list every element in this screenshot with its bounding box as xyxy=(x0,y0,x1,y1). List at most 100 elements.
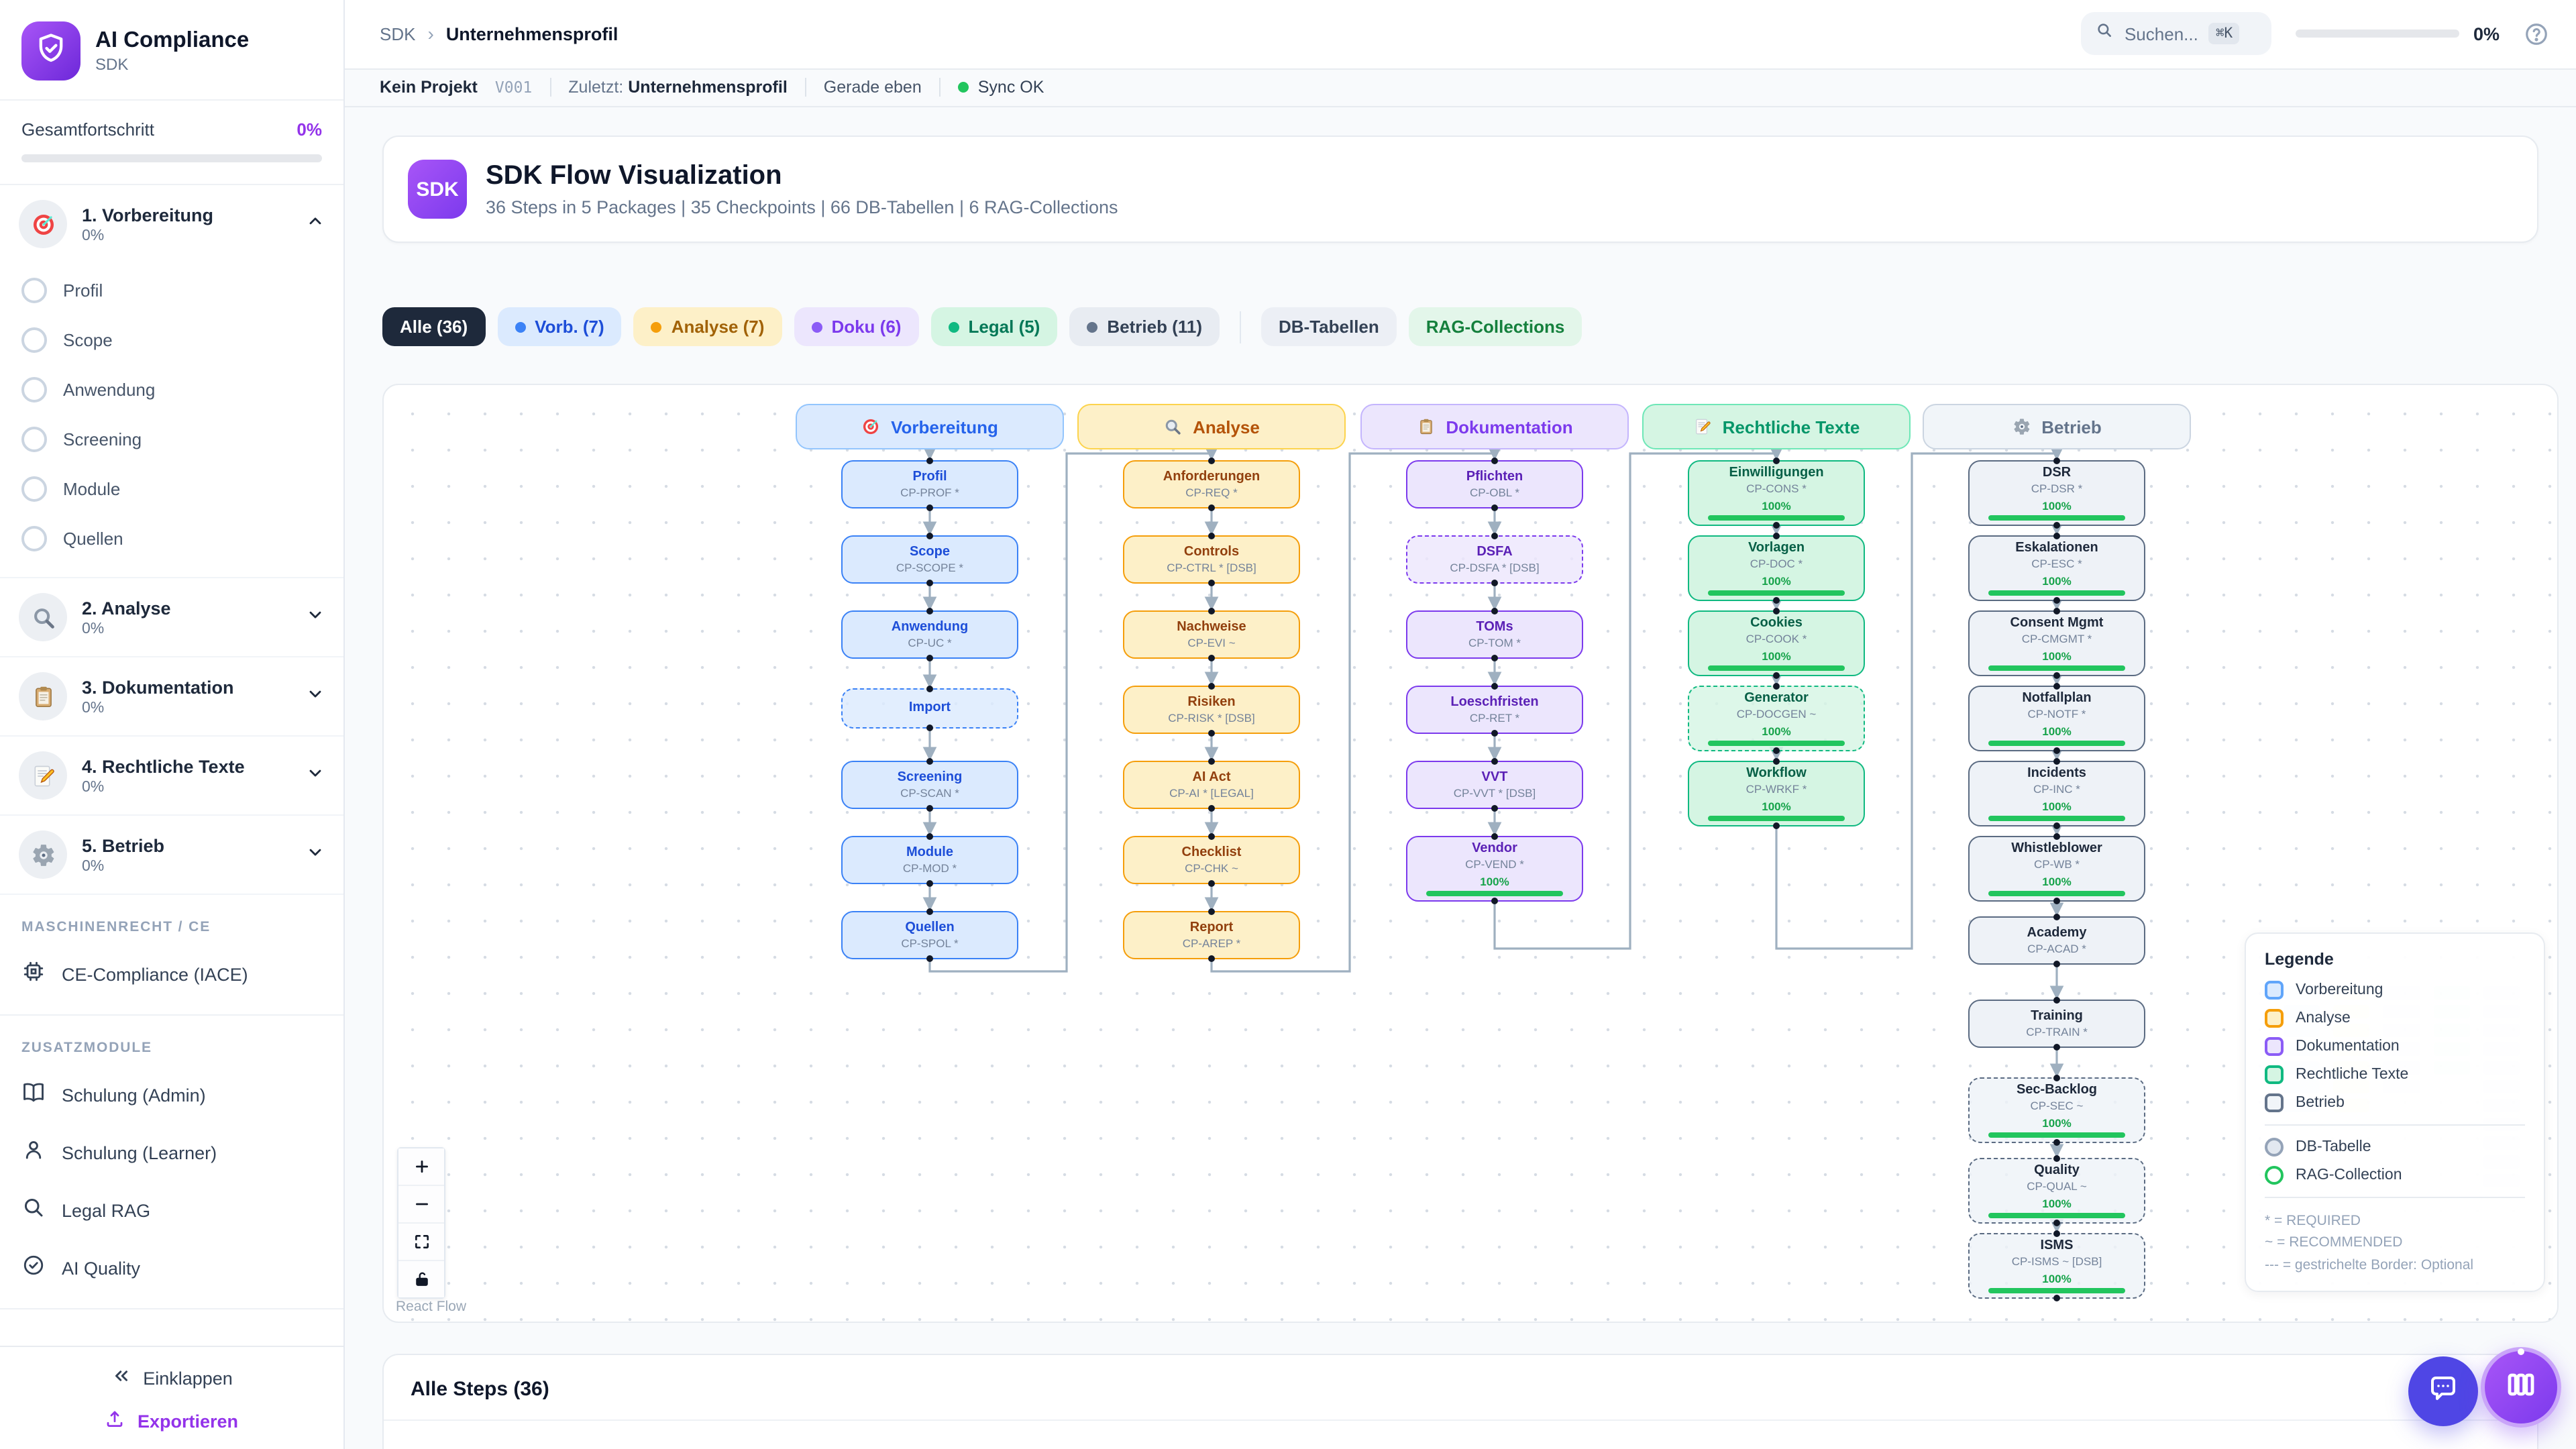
filter-pill-betrieb-11-[interactable]: Betrieb (11) xyxy=(1069,307,1220,346)
collapse-sidebar-button[interactable]: Einklappen xyxy=(111,1366,233,1390)
node-handle-bottom xyxy=(1208,580,1215,586)
fit-view-button[interactable] xyxy=(398,1224,444,1261)
filter-pill-vorb-7-[interactable]: Vorb. (7) xyxy=(497,307,622,346)
flow-group-vorbereitung[interactable]: Vorbereitung xyxy=(796,404,1064,449)
reactflow-attribution[interactable]: React Flow xyxy=(396,1299,467,1315)
sidebar-item-scope[interactable]: Scope xyxy=(0,315,343,365)
sidebar-item-legal-rag[interactable]: Legal RAG xyxy=(0,1182,343,1240)
sidebar-item-schulung-admin-[interactable]: Schulung (Admin) xyxy=(0,1067,343,1124)
node-handle-top xyxy=(2053,758,2060,765)
node-handle-top xyxy=(1208,683,1215,690)
search-input[interactable]: Suchen... ⌘K xyxy=(2081,12,2272,56)
filter-pill-analyse-7-[interactable]: Analyse (7) xyxy=(633,307,782,346)
node-progress-value: 100% xyxy=(2042,499,2072,513)
filter-dot xyxy=(651,321,662,332)
sidebar-item-profil[interactable]: Profil xyxy=(0,266,343,315)
overall-progress-value: 0% xyxy=(297,119,322,140)
node-handle-bottom xyxy=(1773,822,1780,829)
sidebar-item-ce-compliance-iace-[interactable]: CE-Compliance (IACE) xyxy=(0,946,343,1004)
node-handle-bottom xyxy=(1208,880,1215,887)
chevron-down-icon xyxy=(306,763,325,788)
sidebar-item-screening[interactable]: Screening xyxy=(0,415,343,464)
filter-pill-alle-36-[interactable]: Alle (36) xyxy=(382,307,486,346)
node-title: Eskalationen xyxy=(2015,540,2098,555)
group-label: Analyse xyxy=(1193,417,1260,437)
filter-label: DB-Tabellen xyxy=(1279,317,1379,337)
flow-group-rechtliche-texte[interactable]: Rechtliche Texte xyxy=(1642,404,1911,449)
flow-node-import[interactable]: Import xyxy=(841,686,1018,731)
sidebar-item-module[interactable]: Module xyxy=(0,464,343,514)
filter-pill-db-tabellen[interactable]: DB-Tabellen xyxy=(1261,307,1397,346)
node-handle-top xyxy=(2053,683,2060,690)
node-handle-top xyxy=(926,458,933,464)
filter-label: Analyse (7) xyxy=(671,317,765,337)
breadcrumb-sdk[interactable]: SDK xyxy=(380,23,416,44)
zoom-out-button[interactable] xyxy=(398,1186,444,1224)
sidebar-item-ai-quality[interactable]: AI Quality xyxy=(0,1240,343,1297)
help-icon[interactable] xyxy=(2524,21,2549,47)
flow-group-dokumentation[interactable]: Dokumentation xyxy=(1360,404,1629,449)
sidebar-item-quellen[interactable]: Quellen xyxy=(0,514,343,564)
node-handle-bottom xyxy=(2053,898,2060,904)
zoom-in-button[interactable] xyxy=(398,1148,444,1186)
chat-fab-button[interactable] xyxy=(2408,1356,2478,1426)
flow-group-analyse[interactable]: Analyse xyxy=(1077,404,1346,449)
status-version: V001 xyxy=(494,78,533,97)
flow-group-betrieb[interactable]: Betrieb xyxy=(1923,404,2191,449)
lock-toggle-button[interactable] xyxy=(398,1261,444,1297)
node-code: CP-DOC * xyxy=(1750,557,1803,571)
export-button[interactable]: Exportieren xyxy=(105,1409,238,1433)
filter-pill-legal-5-[interactable]: Legal (5) xyxy=(930,307,1058,346)
filter-pill-doku-6-[interactable]: Doku (6) xyxy=(794,307,919,346)
kanban-fab-button[interactable] xyxy=(2481,1347,2561,1428)
status-last-value: Unternehmensprofil xyxy=(628,78,788,97)
filter-pill-rag-collections[interactable]: RAG-Collections xyxy=(1408,307,1582,346)
node-progress-value: 100% xyxy=(2042,800,2072,814)
double-chevron-left-icon xyxy=(111,1366,131,1390)
sidebar-item-anwendung[interactable]: Anwendung xyxy=(0,365,343,415)
sidebar-item-schulung-learner-[interactable]: Schulung (Learner) xyxy=(0,1124,343,1182)
node-handle-bottom xyxy=(1773,522,1780,529)
